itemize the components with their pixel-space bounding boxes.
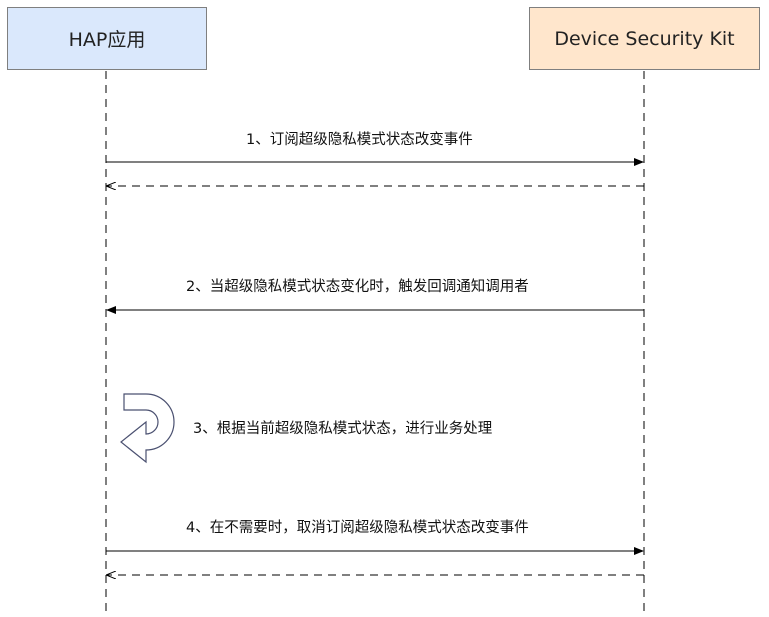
participant-hap-app: HAP应用: [7, 7, 207, 70]
message-3-label: 3、根据当前超级隐私模式状态，进行业务处理: [193, 421, 493, 437]
message-4-label: 4、在不需要时，取消订阅超级隐私模式状态改变事件: [186, 520, 529, 536]
message-1-label: 1、订阅超级隐私模式状态改变事件: [246, 132, 473, 148]
participant-device-security-kit: Device Security Kit: [529, 7, 760, 70]
message-2-label: 2、当超级隐私模式状态变化时，触发回调通知调用者: [186, 279, 529, 295]
self-loop-arrow-icon: [120, 393, 175, 464]
